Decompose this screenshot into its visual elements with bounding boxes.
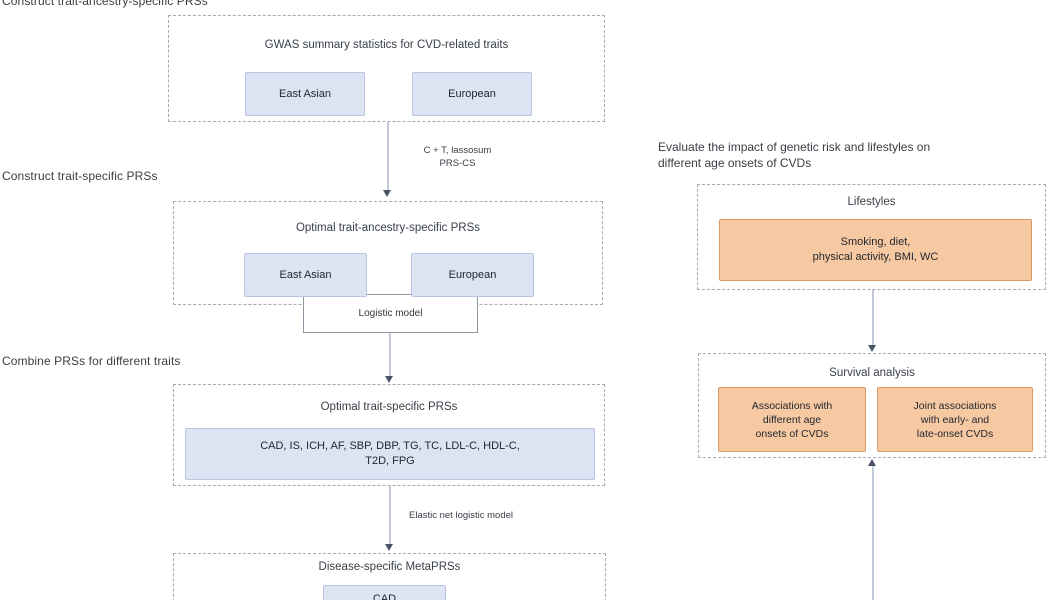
joint-associations-chip: Joint associations with early- and late-… (877, 387, 1033, 452)
european-label: European (448, 268, 497, 281)
logistic-model-connector: Logistic model (303, 294, 478, 333)
arrow3-method-label: Elastic net logistic model (409, 510, 514, 521)
arrow-down-icon (868, 345, 876, 352)
section-label-construct-ancestry-prs: Construct trait-ancestry-specific PRSs (2, 0, 208, 8)
european-label: European (448, 87, 496, 100)
arrow1-method-line2: PRS-CS (439, 158, 476, 169)
european-chip-optimal: European (411, 253, 534, 297)
optimal-ancestry-prs-box: Optimal trait-ancestry-specific PRSs Eas… (173, 201, 603, 305)
metaprs-title: Disease-specific MetaPRSs (318, 561, 461, 573)
lifestyles-title: Lifestyles (847, 196, 896, 208)
east-asian-chip-optimal: East Asian (244, 253, 367, 297)
arrow-up-icon (868, 459, 876, 466)
joint-associations-line1: Joint associations (913, 399, 997, 412)
optimal-trait-prs-box: Optimal trait-specific PRSs CAD, IS, ICH… (173, 384, 605, 486)
gwas-summary-title: GWAS summary statistics for CVD-related … (264, 39, 509, 51)
associations-age-chip: Associations with different age onsets o… (718, 387, 866, 452)
arrow5-line (872, 466, 874, 600)
associations-age-line3: onsets of CVDs (755, 427, 829, 440)
east-asian-label: East Asian (279, 268, 332, 281)
optimal-trait-prs-title: Optimal trait-specific PRSs (320, 401, 458, 413)
traits-line1: CAD, IS, ICH, AF, SBP, DBP, TG, TC, LDL-… (260, 440, 520, 452)
arrow3-line (389, 486, 391, 546)
arrow4-line (872, 290, 874, 347)
right-heading-line2: different age onsets of CVDs (658, 156, 812, 170)
metaprs-box: Disease-specific MetaPRSs CAD (173, 553, 606, 600)
arrow-down-icon (385, 376, 393, 383)
traits-list-chip: CAD, IS, ICH, AF, SBP, DBP, TG, TC, LDL-… (185, 428, 595, 480)
lifestyles-box: Lifestyles Smoking, diet, physical activ… (697, 184, 1046, 290)
arrow-down-icon (385, 544, 393, 551)
cad-label: CAD (372, 593, 397, 600)
survival-analysis-title: Survival analysis (829, 367, 915, 379)
european-chip-gwas: European (412, 72, 532, 116)
arrow1-method-label: C + T, lassosum PRS-CS (405, 144, 510, 170)
associations-age-line1: Associations with (751, 399, 833, 412)
arrow1-line (387, 122, 389, 192)
associations-age-line2: different age (762, 413, 822, 426)
logistic-model-label: Logistic model (358, 308, 423, 319)
right-heading-line1: Evaluate the impact of genetic risk and … (658, 140, 931, 154)
right-section-heading: Evaluate the impact of genetic risk and … (658, 139, 930, 171)
east-asian-label: East Asian (279, 87, 331, 100)
cad-chip: CAD (323, 585, 446, 600)
survival-analysis-box: Survival analysis Associations with diff… (698, 353, 1046, 458)
joint-associations-line3: late-onset CVDs (916, 427, 994, 440)
section-label-construct-trait-prs: Construct trait-specific PRSs (2, 169, 158, 183)
arrow-down-icon (383, 190, 391, 197)
section-label-combine-prs: Combine PRSs for different traits (2, 354, 181, 368)
traits-line2: T2D, FPG (365, 455, 415, 467)
lifestyles-line1: Smoking, diet, (840, 236, 911, 248)
arrow1-method-line1: C + T, lassosum (423, 145, 492, 156)
joint-associations-line2: with early- and (920, 413, 990, 426)
optimal-ancestry-prs-title: Optimal trait-ancestry-specific PRSs (295, 222, 481, 234)
arrow2-line (389, 333, 391, 378)
lifestyles-content-chip: Smoking, diet, physical activity, BMI, W… (719, 219, 1032, 281)
lifestyles-line2: physical activity, BMI, WC (812, 251, 939, 263)
east-asian-chip-gwas: East Asian (245, 72, 365, 116)
gwas-summary-box: GWAS summary statistics for CVD-related … (168, 15, 605, 122)
